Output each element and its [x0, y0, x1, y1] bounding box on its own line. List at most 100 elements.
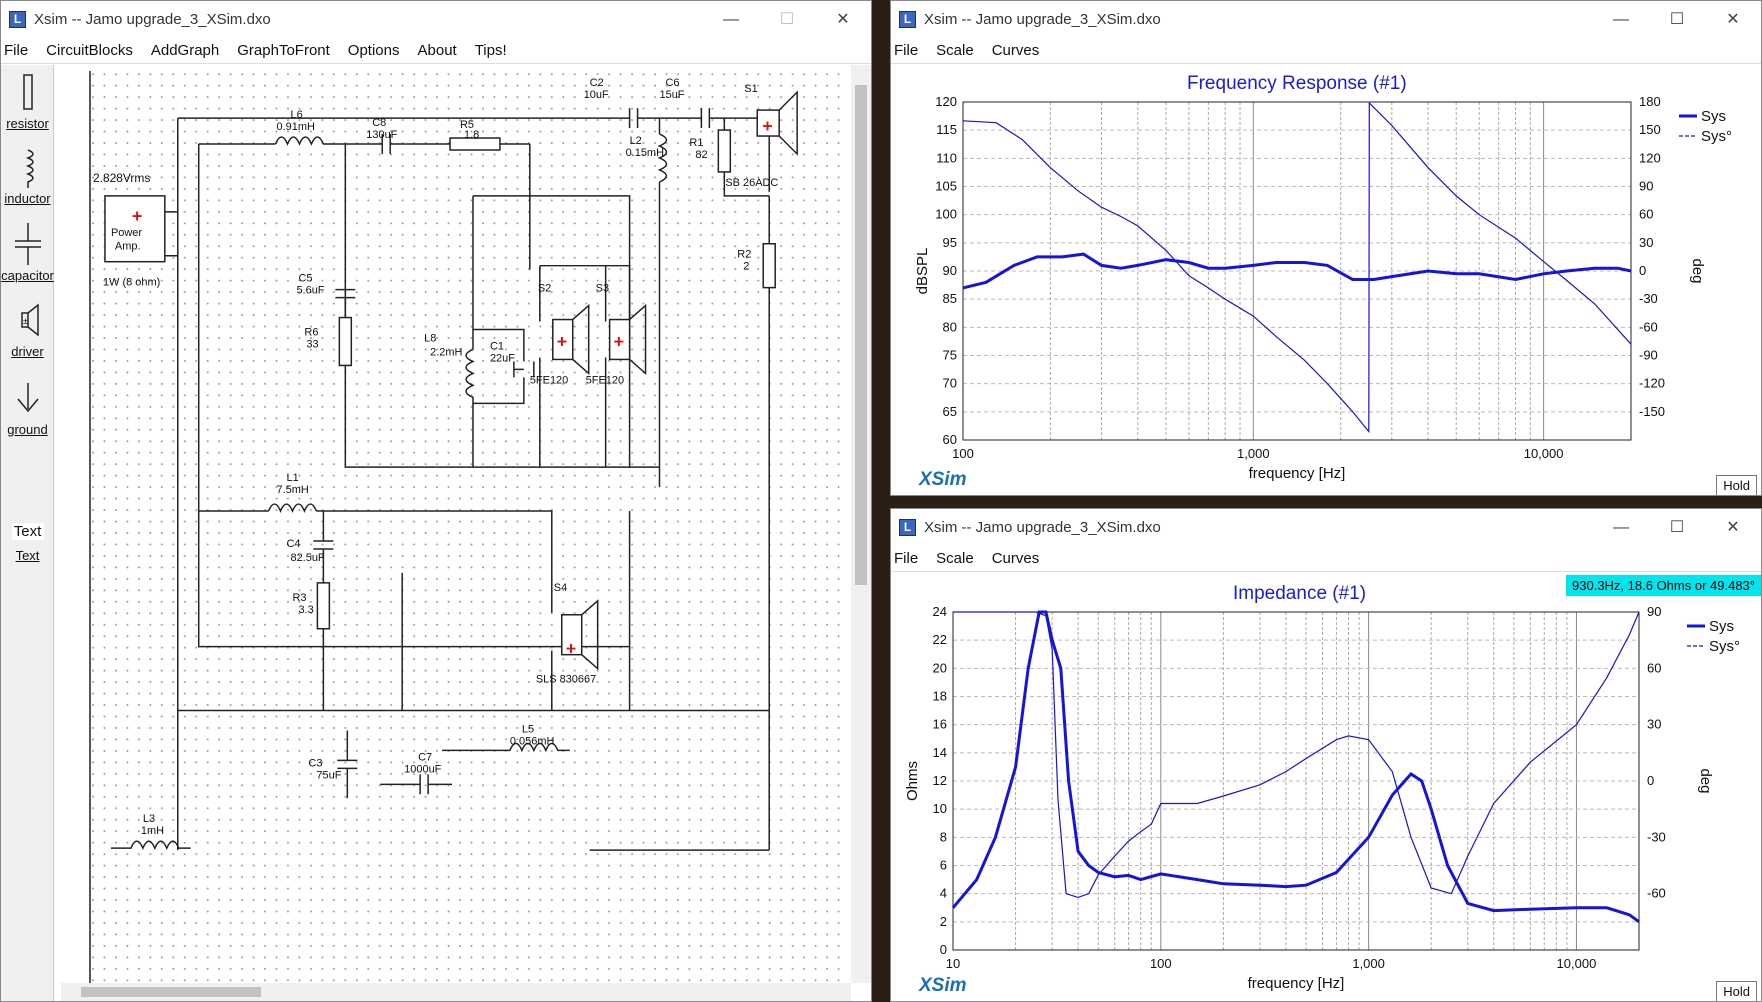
r2-label: R2 [737, 249, 751, 261]
menu-addgraph[interactable]: AddGraph [150, 42, 220, 59]
vertical-scroll-thumb[interactable] [855, 85, 867, 585]
menu-file[interactable]: File [894, 550, 919, 567]
s3-label: S3 [596, 283, 609, 295]
c1-value: 22uF [490, 352, 515, 364]
y2-tick-label: 120 [1639, 150, 1661, 165]
y-tick-label: 100 [935, 207, 957, 222]
hold-button[interactable]: Hold [1716, 981, 1757, 1001]
tool-inductor[interactable]: inductor [1, 148, 54, 206]
fr-plot-title: Frequency Response (#1) [1187, 73, 1407, 94]
y-tick-label: 6 [940, 858, 947, 873]
amp-name1: Power [111, 227, 142, 239]
fr-chart[interactable]: 6065707580859095100105110115120-150-120-… [891, 77, 1762, 496]
schematic-titlebar[interactable]: L Xsim -- Jamo upgrade_3_XSim.dxo — ☐ ✕ [1, 1, 871, 38]
schematic-canvas[interactable]: + + + + + 2.828Vrms Power Amp. 1W (8 ohm… [89, 71, 849, 983]
menu-tips[interactable]: Tips! [474, 42, 507, 59]
close-icon[interactable]: ✕ [836, 11, 850, 28]
y-tick-label: 4 [940, 886, 947, 901]
r3-value: 3.3 [298, 604, 313, 616]
minimize-icon[interactable]: — [1613, 11, 1629, 28]
c4-label: C4 [286, 538, 300, 550]
legend-label: Sys [1701, 108, 1726, 125]
menu-file[interactable]: File [4, 42, 29, 59]
r5-label: R5 [460, 119, 474, 131]
xsim-app-icon: L [9, 11, 26, 28]
schematic-window-title: Xsim -- Jamo upgrade_3_XSim.dxo [34, 11, 271, 28]
s4-label: S4 [554, 582, 567, 594]
minimize-icon[interactable]: — [1613, 519, 1629, 536]
hold-button[interactable]: Hold [1716, 475, 1757, 495]
tool-ground[interactable]: ground [1, 381, 54, 437]
x-axis-label: frequency [Hz] [1248, 975, 1345, 992]
tool-driver-label: driver [11, 344, 44, 359]
maximize-icon[interactable]: ☐ [1669, 11, 1685, 28]
schematic-menubar: File CircuitBlocks AddGraph GraphToFront… [1, 38, 871, 64]
y-tick-label: 24 [933, 604, 947, 619]
c8-label: C8 [372, 117, 386, 129]
maximize-icon[interactable]: ☐ [1669, 519, 1685, 536]
c3-value: 75uF [316, 769, 341, 781]
menu-curves[interactable]: Curves [991, 550, 1040, 567]
y2-tick-label: -120 [1639, 376, 1665, 391]
svg-text:±: ± [23, 316, 28, 326]
r5-value: 1.8 [464, 129, 479, 141]
close-icon[interactable]: ✕ [1726, 519, 1740, 536]
schematic-window: L Xsim -- Jamo upgrade_3_XSim.dxo — ☐ ✕ … [0, 0, 872, 1002]
capacitor-icon [14, 223, 41, 265]
legend-label: Sys° [1709, 638, 1740, 655]
maximize-icon[interactable]: ☐ [779, 11, 795, 28]
y-axis-label: dBSPL [914, 248, 931, 295]
s3-model: 5FE120 [586, 374, 624, 386]
c5-value: 5.6uF [296, 285, 324, 297]
y-tick-label: 0 [940, 942, 947, 957]
y2-tick-label: 90 [1639, 179, 1653, 194]
x-tick-label: 10,000 [1524, 446, 1564, 461]
plot-frame [952, 611, 1640, 951]
inductor-icon [25, 149, 34, 188]
l3-label: L3 [143, 813, 155, 825]
menu-graphtofront[interactable]: GraphToFront [237, 42, 330, 59]
schematic-vertical-scrollbar[interactable] [851, 65, 871, 983]
menu-options[interactable]: Options [347, 42, 400, 59]
tool-driver[interactable]: ± driver [1, 303, 54, 359]
xsim-brand: XSim [919, 975, 967, 996]
menu-file[interactable]: File [894, 42, 919, 59]
menu-curves[interactable]: Curves [991, 42, 1040, 59]
xsim-app-icon: L [899, 11, 916, 28]
imp-window-title: Xsim -- Jamo upgrade_3_XSim.dxo [924, 519, 1161, 536]
l5-value: 0.056mH [510, 735, 555, 747]
tool-inductor-label: inductor [4, 191, 51, 206]
c6-value: 15uF [660, 89, 685, 101]
tool-resistor[interactable]: resistor [1, 73, 54, 131]
r2-value: 2 [743, 261, 749, 273]
legend-label: Sys [1709, 618, 1734, 635]
c3-label: C3 [308, 757, 322, 769]
y2-tick-label: -60 [1647, 886, 1666, 901]
schematic-horizontal-scrollbar[interactable] [61, 983, 851, 1001]
impedance-window: L Xsim -- Jamo upgrade_3_XSim.dxo — ☐ ✕ … [890, 508, 1762, 1002]
imp-plot-title: Impedance (#1) [1233, 583, 1367, 604]
y2-tick-label: 90 [1647, 604, 1661, 619]
y2-tick-label: -60 [1639, 319, 1658, 334]
imp-titlebar[interactable]: L Xsim -- Jamo upgrade_3_XSim.dxo — ☐ ✕ [891, 509, 1761, 546]
y2-tick-label: 0 [1647, 773, 1654, 788]
menu-about[interactable]: About [417, 42, 457, 59]
menu-scale[interactable]: Scale [936, 550, 974, 567]
y2-tick-label: 30 [1639, 235, 1653, 250]
menu-circuitblocks[interactable]: CircuitBlocks [46, 42, 133, 59]
r1-value: 82 [695, 149, 707, 161]
tool-capacitor-label: capacitor [1, 268, 54, 283]
l8-label: L8 [424, 332, 436, 344]
tool-capacitor[interactable]: capacitor [1, 223, 54, 283]
tool-text[interactable]: Text Text [1, 523, 54, 563]
fr-titlebar[interactable]: L Xsim -- Jamo upgrade_3_XSim.dxo — ☐ ✕ [891, 1, 1761, 38]
menu-scale[interactable]: Scale [936, 42, 974, 59]
minimize-icon[interactable]: — [723, 11, 739, 28]
y-tick-label: 16 [933, 717, 947, 732]
x-tick-label: 1,000 [1352, 956, 1385, 971]
horizontal-scroll-thumb[interactable] [81, 987, 261, 997]
y-tick-label: 90 [943, 263, 957, 278]
y-tick-label: 75 [943, 348, 957, 363]
close-icon[interactable]: ✕ [1726, 11, 1740, 28]
